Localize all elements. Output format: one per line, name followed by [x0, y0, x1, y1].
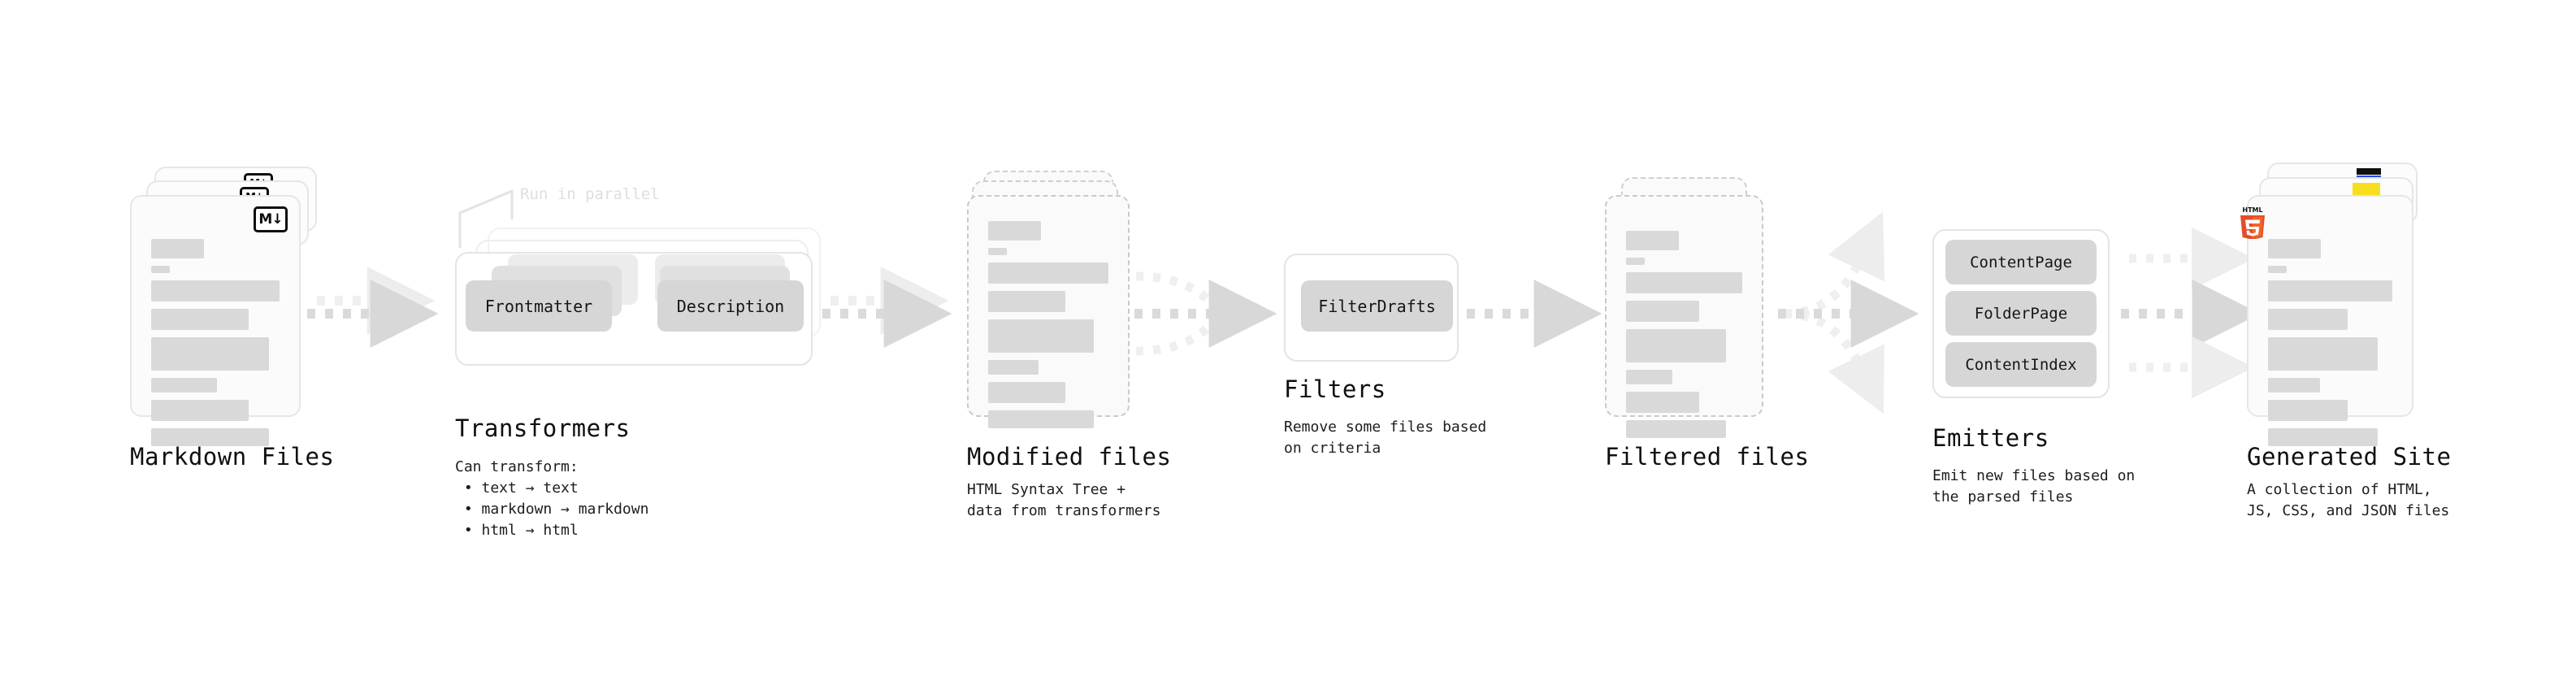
arrow-emitters-to-site: [2121, 227, 2261, 399]
emitters-subtitle: Emit new files based on the parsed files: [1932, 467, 2136, 506]
skeleton-bars: [151, 239, 280, 453]
emitters-title: Emitters: [1932, 424, 2049, 452]
arrow-transformers-to-modified: [822, 267, 952, 348]
stage-generated-site: HTML Generated Site A collection of HTML…: [0, 0, 2451, 519]
filtered-card-front: [1605, 195, 1763, 438]
site-card-front: HTML: [2240, 195, 2413, 446]
content-page-pill[interactable]: ContentPage: [1945, 240, 2097, 284]
filters-subtitle: Remove some files based on criteria: [1284, 419, 1487, 458]
markdown-badge-front: M↓: [254, 206, 288, 232]
generated-site-title: Generated Site: [2247, 443, 2452, 471]
skeleton-bars: [1626, 231, 1742, 445]
markdown-files-title: Markdown Files: [130, 443, 335, 471]
html5-badge: HTML: [2237, 205, 2268, 240]
generated-site-subtitle: A collection of HTML, JS, CSS, and JSON …: [2247, 481, 2450, 520]
skeleton-bars: [2268, 239, 2392, 453]
filters-title: Filters: [1284, 375, 1386, 403]
arrow-md-to-transformers: [307, 267, 439, 348]
skeleton-bars: [988, 221, 1108, 436]
transformers-subtitle: Can transform: • text → text • markdown …: [455, 458, 649, 540]
frontmatter-pill[interactable]: Frontmatter: [466, 280, 612, 332]
run-in-parallel-label: Run in parallel: [520, 185, 660, 203]
filtered-files-title: Filtered files: [1605, 443, 1810, 471]
description-pill[interactable]: Description: [657, 280, 804, 332]
modified-card-front: [967, 195, 1130, 428]
arrow-filtered-to-emitters: [1778, 211, 1919, 414]
modified-files-subtitle: HTML Syntax Tree + data from transformer…: [967, 481, 1161, 520]
arrow-modified-to-filters: [1134, 271, 1277, 356]
svg-text:HTML: HTML: [2242, 206, 2262, 214]
modified-files-title: Modified files: [967, 443, 1172, 471]
content-index-pill[interactable]: ContentIndex: [1945, 342, 2097, 387]
filter-drafts-pill[interactable]: FilterDrafts: [1301, 280, 1453, 332]
transformers-title: Transformers: [455, 414, 631, 442]
markdown-card-front: M↓: [130, 195, 301, 446]
folder-page-pill[interactable]: FolderPage: [1945, 291, 2097, 336]
